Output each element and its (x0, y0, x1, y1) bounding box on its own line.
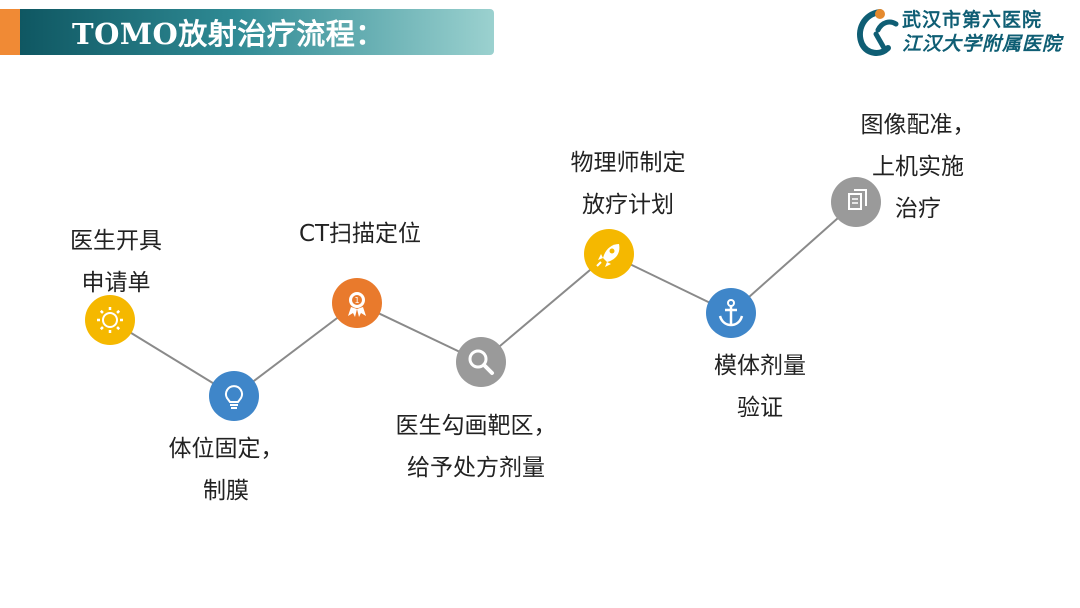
step-label-line: 医生勾画靶区， (395, 413, 557, 439)
step-node-3: 1 (332, 278, 382, 328)
step-node-circle (85, 295, 135, 345)
lightbulb-icon (225, 385, 243, 409)
step-label-4: 医生勾画靶区， 给予处方剂量 (396, 405, 557, 489)
connector-line (480, 253, 610, 363)
hospital-logo-icon (857, 9, 899, 56)
step-label-line: CT扫描定位 (298, 221, 422, 247)
step-label-6: 模体剂量验证 (714, 345, 806, 429)
hospital-logo: 武汉市第六医院 江汉大学附属医院 (852, 4, 1077, 60)
step-label-line: 医生开具 (70, 228, 162, 254)
step-label-5: 物理师制定放疗计划 (571, 142, 686, 226)
rocket-icon (596, 244, 620, 267)
step-label-line: 体位固定， (168, 436, 284, 462)
title-bar: TOMO放射治疗流程： (0, 9, 494, 55)
step-label-line: 验证 (737, 395, 783, 421)
step-nodes: 1 (85, 177, 881, 421)
step-node-circle (456, 337, 506, 387)
sun-gear-icon (97, 307, 123, 333)
step-label-line: 制膜 (203, 478, 249, 504)
step-node-4 (456, 337, 506, 387)
logo-line-1: 武汉市第六医院 (902, 9, 1043, 31)
step-label-1: 医生开具申请单 (70, 220, 162, 304)
step-node-circle (209, 371, 259, 421)
step-node-6 (706, 288, 756, 338)
step-label-line: 模体剂量 (714, 353, 806, 379)
anchor-icon (718, 299, 744, 327)
step-label-line: 申请单 (81, 270, 151, 296)
step-node-circle (831, 177, 881, 227)
step-node-7 (831, 177, 881, 227)
step-label-line: 放疗计划 (582, 192, 674, 218)
award-badge-icon: 1 (348, 292, 366, 317)
svg-text:1: 1 (354, 296, 359, 305)
title-accent-strip (0, 9, 20, 55)
step-label-3: CT扫描定位 (299, 213, 421, 255)
magnifier-icon (468, 349, 494, 375)
logo-line-2: 江汉大学附属医院 (902, 33, 1063, 55)
step-label-line: 治疗 (895, 196, 941, 222)
title-band (20, 9, 494, 55)
step-label-7: 图像配准， 上机实施治疗 (861, 104, 976, 230)
step-label-line: 物理师制定 (570, 150, 686, 176)
connector-line (233, 302, 358, 397)
documents-icon (848, 189, 867, 210)
step-node-1 (85, 295, 135, 345)
page-title: TOMO放射治疗流程： (72, 17, 385, 51)
step-label-line: 上机实施 (872, 154, 964, 180)
step-label-2: 体位固定， 制膜 (169, 428, 284, 512)
step-label-line: 图像配准， (860, 112, 976, 138)
step-node-2 (209, 371, 259, 421)
connector-line (730, 201, 857, 314)
step-label-line: 给予处方剂量 (407, 455, 545, 481)
step-node-5 (584, 229, 634, 279)
